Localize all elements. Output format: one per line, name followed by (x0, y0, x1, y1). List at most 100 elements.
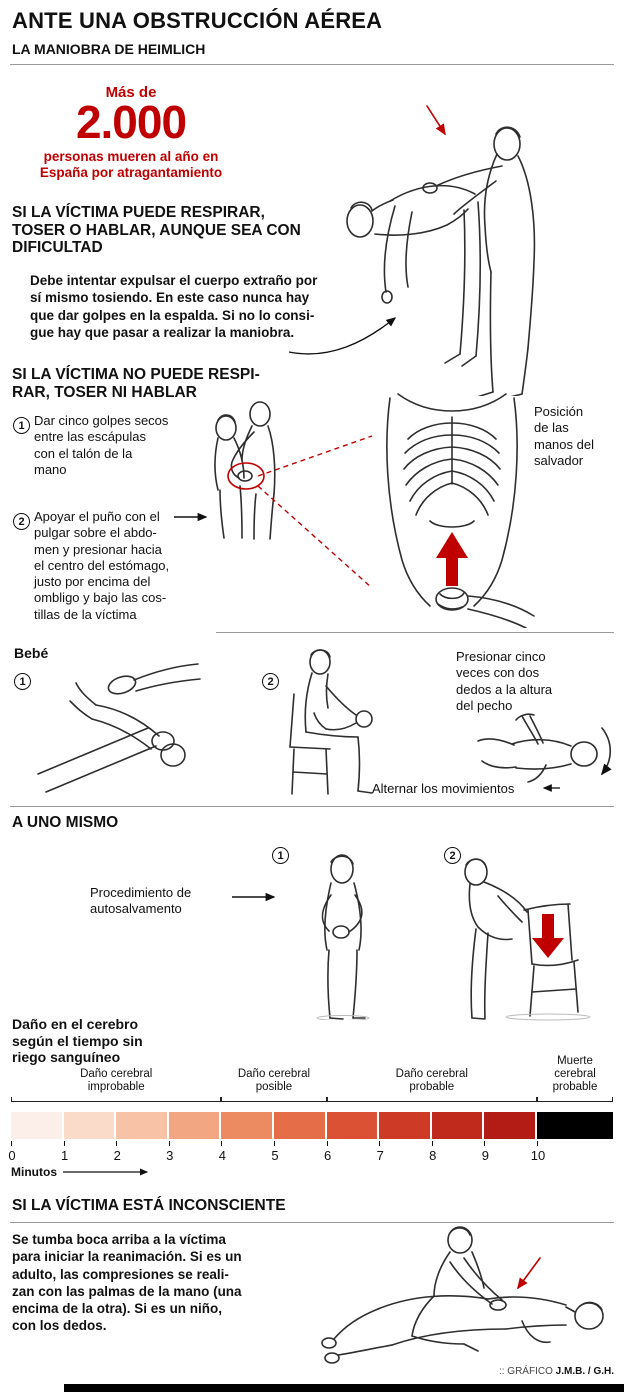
axis-tick (431, 1141, 433, 1146)
chart-title: Daño en el cerebro según el tiempo sin r… (12, 1016, 143, 1066)
axis-tick (274, 1141, 275, 1146)
bar-segment (11, 1112, 62, 1139)
axis-tick-label: 8 (429, 1148, 437, 1163)
arrow-self-icon (232, 892, 276, 902)
axis-tick-label: 2 (113, 1148, 121, 1163)
bar-segment (116, 1112, 167, 1139)
chart-zone-bracket (537, 1097, 613, 1102)
illustration-baby-chest-compressions (477, 713, 612, 783)
chart-zone: Daño cerebral improbable (11, 1050, 222, 1102)
illustration-self-heimlich-standing (316, 854, 370, 1020)
axis-tick (537, 1141, 538, 1146)
arrow-step2-icon (174, 512, 208, 522)
axis-tick-label: 4 (218, 1148, 226, 1163)
axis-tick (116, 1141, 118, 1146)
chair (523, 903, 579, 1017)
statistic-number: 2.000 (75, 96, 187, 148)
footer-bar (64, 1384, 624, 1392)
rescuer-figure (422, 126, 536, 396)
baby-section-divider (216, 632, 614, 633)
red-arrow-back-icon (426, 105, 446, 136)
rescuer-kneeling-figure (411, 1226, 507, 1352)
chart-x-axis: Minutos (11, 1165, 155, 1179)
hands-position-label: Posición de las manos del salvador (534, 404, 594, 468)
step-1-badge: 1 (13, 417, 30, 434)
chart-zone-bracket (326, 1097, 537, 1102)
credit-names: J.M.B. / G.H. (555, 1366, 614, 1377)
step-1-text: Dar cinco golpes secos entre las escápul… (34, 413, 169, 477)
brain-damage-bar (11, 1112, 613, 1139)
baby-step-1-badge: 1 (14, 673, 31, 690)
unconscious-body: Se tumba boca arriba a la víctima para i… (12, 1232, 242, 1334)
axis-tick-label: 5 (271, 1148, 279, 1163)
axis-tick (484, 1141, 486, 1146)
chart-zone-bracket (221, 1097, 327, 1102)
axis-tick-label: 6 (323, 1148, 332, 1163)
chart-zone: Daño cerebral probable (326, 1050, 537, 1102)
bar-segment (484, 1112, 535, 1139)
rescuer-fist (435, 587, 535, 628)
chart-zone-label: Daño cerebral posible (237, 1068, 311, 1094)
page-subtitle: LA MANIOBRA DE HEIMLICH (12, 41, 206, 57)
red-arrow-down-icon (532, 914, 564, 958)
self-step-2-badge: 2 (444, 847, 461, 864)
statistic-prefix: Más de (105, 84, 157, 101)
section-can-breathe-heading: SI LA VÍCTIMA PUEDE RESPIRAR, TOSER O HA… (12, 204, 301, 256)
page-title: ANTE UNA OBSTRUCCIÓN AÉREA (12, 8, 383, 33)
header-divider (10, 64, 614, 65)
statistic-caption: personas mueren al año en España por atr… (39, 148, 223, 180)
axis-tick (63, 1141, 65, 1146)
illustration-cpr (321, 1226, 604, 1364)
unconscious-divider (10, 1222, 614, 1223)
illustration-heimlich-rescue (346, 105, 536, 396)
chart-x-axis-label: Minutos (11, 1165, 57, 1179)
baby-press-note: Presionar cinco veces con dos dedos a la… (456, 649, 553, 713)
illustration-ribcage-hand-position (386, 393, 535, 628)
illustration-self-heimlich-chair (464, 858, 591, 1021)
bar-segment (63, 1112, 115, 1139)
death-statistic: Más de 2.000 personas mueren al año en E… (26, 84, 236, 181)
bar-segment (168, 1112, 220, 1139)
red-arrow-up-icon (436, 532, 468, 586)
red-arrow-cpr-icon (517, 1257, 541, 1290)
axis-tick-label: 9 (481, 1148, 489, 1163)
bar-segment (537, 1112, 613, 1139)
bar-segment (326, 1112, 378, 1139)
chart-zone-bracket (11, 1097, 222, 1102)
chart-zone-label: Daño cerebral probable (395, 1068, 468, 1094)
axis-tick-label: 1 (60, 1148, 69, 1163)
victim-lying-figure (321, 1295, 604, 1364)
chart-zone-label: Muerte cerebral probable (552, 1055, 598, 1094)
curved-arrow-to-illustration-icon (288, 317, 397, 355)
baby-step-2-badge: 2 (262, 673, 279, 690)
self-step-1-badge: 1 (272, 847, 289, 864)
red-dashed-connectors (257, 435, 373, 589)
chart-zone: Muerte cerebral probable (537, 1050, 613, 1102)
self-section-heading: A UNO MISMO (12, 814, 119, 831)
section-cannot-breathe-heading: SI LA VÍCTIMA NO PUEDE RESPI- RAR, TOSER… (12, 366, 260, 401)
axis-tick (326, 1141, 328, 1146)
unconscious-heading: SI LA VÍCTIMA ESTÁ INCONSCIENTE (12, 1197, 286, 1214)
section-can-breathe-body: Debe intentar expulsar el cuerpo extraño… (30, 273, 318, 340)
bar-segment (274, 1112, 325, 1139)
ribcage (386, 393, 518, 607)
axis-tick-label: 7 (376, 1148, 384, 1163)
axis-tick-label: 0 (8, 1148, 16, 1163)
axis-tick-label: 10 (530, 1148, 546, 1163)
illustration-back-blows (214, 401, 276, 540)
axis-tick (379, 1141, 381, 1146)
baby-alternate-note: Alternar los movimientos (372, 781, 515, 796)
axis-tick (11, 1141, 12, 1146)
bar-segment (379, 1112, 430, 1139)
credit: :: GRÁFICO J.M.B. / G.H. (414, 1366, 614, 1377)
axis-tick (168, 1141, 170, 1146)
credit-prefix: :: GRÁFICO (498, 1366, 553, 1377)
chart-zone-label: Daño cerebral improbable (80, 1068, 153, 1094)
rotate-arrow-icon (601, 727, 612, 776)
axis-arrow-icon (63, 1168, 149, 1176)
baby-section-label: Bebé (14, 645, 49, 661)
bar-segment (221, 1112, 272, 1139)
chart-zones: Daño cerebral improbable Daño cerebral po… (11, 1050, 613, 1102)
